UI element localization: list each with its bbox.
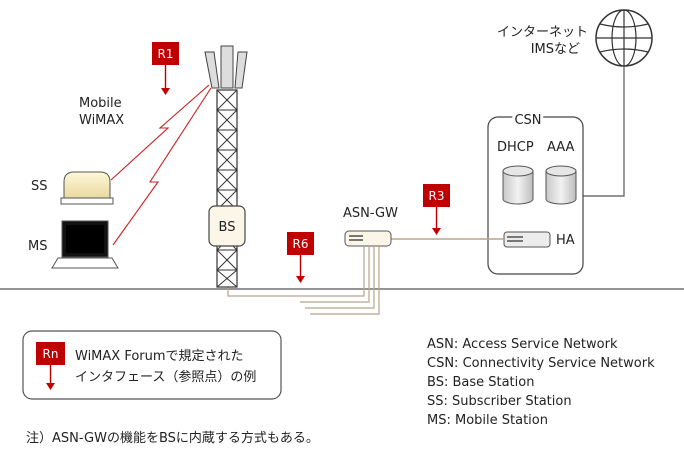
abbr-ss: SS: Subscriber Station [427, 394, 572, 409]
ss-terminal-icon [60, 171, 114, 205]
globe-csn-link [583, 66, 625, 197]
asn-gw-cables [227, 246, 380, 315]
wimax-label: WiMAX [79, 113, 124, 128]
internet-label: インターネット [497, 25, 588, 40]
abbr-bs: BS: Base Station [427, 375, 534, 390]
legend-line-2: インタフェース（参照点）の例 [75, 369, 256, 385]
csn-label: CSN [514, 113, 541, 128]
legend-line-1: WiMAX Forumで規定された [75, 349, 244, 364]
dhcp-server-icon [502, 165, 534, 205]
aaa-label: AAA [547, 140, 575, 155]
ms-label: MS [28, 239, 47, 254]
abbr-asn: ASN: Access Service Network [427, 337, 618, 352]
ha-label: HA [556, 233, 575, 248]
abbreviation-list: ASN: Access Service Network CSN: Connect… [427, 337, 655, 428]
mobile-label: Mobile [79, 96, 122, 111]
ms-laptop-icon [51, 220, 119, 269]
ha-device-icon [503, 231, 551, 248]
globe-icon [595, 9, 653, 67]
asn-gw-device-icon [344, 230, 392, 247]
aaa-server-icon [545, 165, 577, 205]
ss-label: SS [31, 179, 48, 194]
asn-gw-label: ASN-GW [343, 206, 398, 221]
radio-links [110, 84, 212, 246]
abbr-ms: MS: Mobile Station [427, 413, 548, 428]
svg-text:R3: R3 [429, 189, 445, 203]
dhcp-label: DHCP [497, 140, 534, 155]
footnote: 注）ASN-GWの機能をBSに内蔵する方式もある。 [26, 430, 319, 446]
r1-tag: R1 [152, 42, 179, 95]
svg-text:Rn: Rn [43, 347, 59, 361]
legend-box [22, 330, 282, 400]
r6-tag: R6 [287, 232, 314, 283]
svg-text:R6: R6 [293, 237, 309, 251]
bs-label: BS [219, 220, 236, 235]
abbr-csn: CSN: Connectivity Service Network [427, 356, 655, 371]
bs-tower-icon [204, 45, 248, 288]
bs-box [208, 205, 246, 247]
ims-label: IMSなど [531, 42, 580, 57]
svg-text:R1: R1 [158, 47, 174, 61]
r3-tag: R3 [423, 184, 450, 235]
legend-rn-tag: Rn [36, 342, 65, 390]
